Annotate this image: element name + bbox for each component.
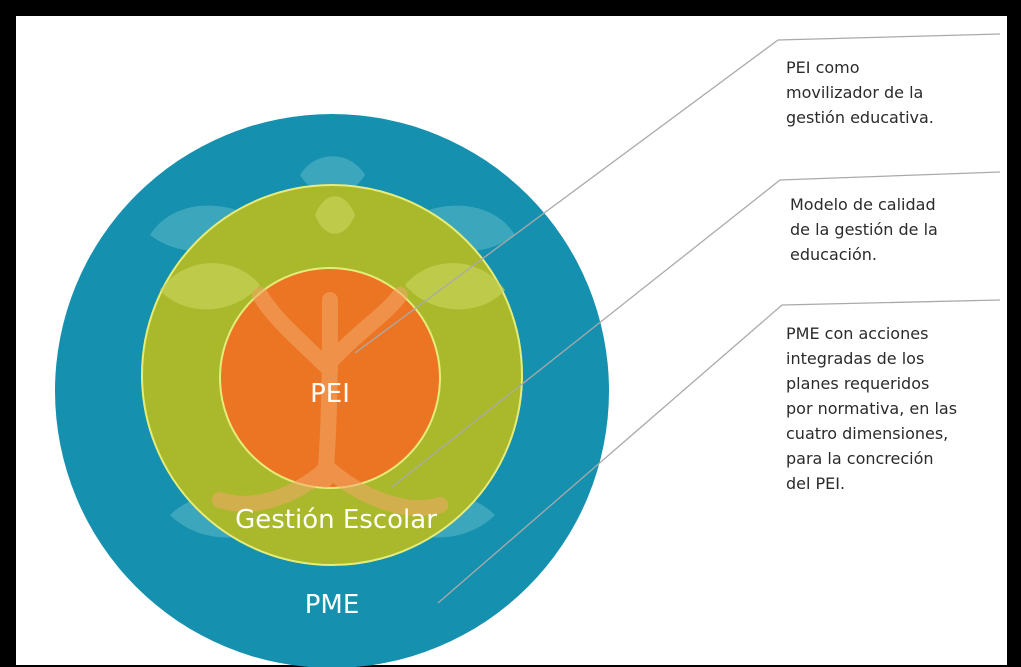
root-right [322,462,448,516]
leaf-mid-top [315,196,355,234]
leader-line-3 [437,299,1001,604]
annotation-2: Modelo de calidad de la gestión de la ed… [790,195,938,264]
annotation-3: PME con acciones integradas de los plane… [786,324,957,493]
annotation-2-line-3: educación. [790,245,877,264]
annotation-3-line-2: integradas de los [786,349,924,368]
annotation-3-line-7: del PEI. [786,474,845,493]
leaf-top [300,156,365,194]
gestion-label: Gestión Escolar [235,505,437,535]
annotation-2-line-1: Modelo de calidad [790,195,936,214]
pei-label: PEI [310,379,350,409]
annotation-3-line-3: planes requeridos [786,374,929,393]
annotation-1-line-3: gestión educativa. [786,108,934,127]
root-left [212,462,333,512]
branch-left [252,287,338,378]
leader-line-2 [391,171,1001,488]
annotation-1-line-2: movilizador de la [786,83,923,102]
leader-lines [354,33,1001,604]
branch-right [324,287,408,368]
annotation-3-line-1: PME con acciones [786,324,928,343]
leader-line-1 [354,33,1001,354]
trunk [317,292,338,488]
leaf-mid-left [160,263,260,310]
tree-decoration [212,287,448,516]
annotation-1-line-1: PEI como [786,58,860,77]
annotation-3-line-4: por normativa, en las [786,399,957,418]
annotation-1: PEI como movilizador de la gestión educa… [786,58,934,127]
annotation-3-line-5: cuatro dimensiones, [786,424,948,443]
annotation-3-line-6: para la concreción [786,449,934,468]
pme-label: PME [305,590,360,620]
annotation-2-line-2: de la gestión de la [790,220,938,239]
